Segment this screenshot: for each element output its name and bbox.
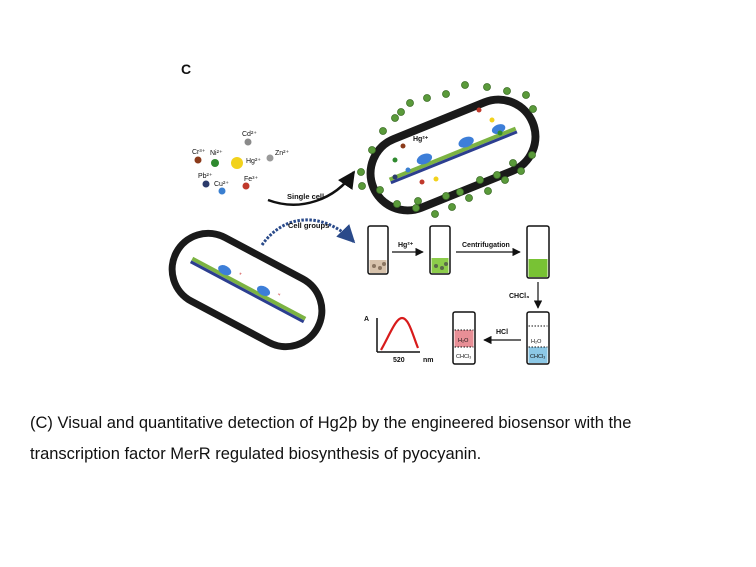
ion-cr-label: Cr³⁺ (192, 149, 206, 156)
tube-acidified-h2o: H₂O (458, 338, 469, 344)
single-cell-label: Single cell (287, 192, 324, 201)
single-cell-arrow (267, 170, 356, 206)
caption-line-1: (C) Visual and quantitative detection of… (30, 414, 632, 432)
metal-ions-group: Cr³⁺ Ni²⁺ Cd²⁺ Zn²⁺ Hg²⁺ Pb²⁺ Cu²⁺ Fe³⁺ (192, 131, 290, 195)
repression-mark: ✕ (277, 292, 282, 297)
repression-mark: ✕ (238, 271, 243, 276)
ion-pb-dot (202, 180, 210, 188)
merR-hg-complex (458, 136, 474, 148)
tube-acidified-chcl3: CHCl₃ (456, 354, 471, 360)
cell-groups-arrow (260, 218, 356, 246)
ion-ni-dot (211, 159, 219, 167)
merR-protein (256, 285, 271, 297)
ion-fe-label: Fe³⁺ (244, 176, 259, 183)
figure-panel-c: C Cr³⁺ Ni²⁺ Cd²⁺ Zn²⁺ Hg²⁺ Pb²⁺ Cu²⁺ Fe³… (168, 61, 550, 365)
ion-zn-label: Zn²⁺ (275, 150, 290, 157)
plot-tick-520: 520 (393, 357, 405, 364)
ion-zn-dot (266, 154, 274, 162)
intracellular-ions (392, 107, 503, 185)
absorbance-curve (380, 316, 420, 351)
ion-pb-label: Pb²⁺ (198, 173, 213, 180)
tube-induced (429, 225, 451, 275)
panel-letter: C (181, 61, 191, 77)
ion-cu-label: Cu²⁺ (214, 181, 229, 188)
hcl-label: HCl (496, 329, 508, 336)
cell-groups-label: Cell groups (288, 221, 329, 230)
activated-cell: Hg²⁺ (366, 95, 540, 215)
plot-unit-nm: nm (423, 357, 434, 364)
merR-protein (218, 265, 232, 276)
caption-line-2: transcription factor MerR regulated bios… (30, 445, 482, 463)
ion-hg-label: Hg²⁺ (246, 158, 261, 165)
tube-extraction-h2o: H₂O (531, 339, 542, 345)
chcl3-step-label: CHCl₃ (509, 293, 529, 300)
tube-acidified: H₂O CHCl₃ (452, 311, 476, 365)
centrifugation-label: Centrifugation (462, 242, 510, 249)
plot-axis-a: A (364, 316, 369, 323)
tube-initial (367, 225, 389, 275)
ion-cd-dot (244, 138, 252, 146)
tube-extraction: H₂O CHCl₃ (526, 311, 550, 365)
ion-hg-dot (231, 157, 243, 169)
absorbance-plot: A 520 nm (364, 316, 434, 364)
active-hg-label: Hg²⁺ (413, 136, 429, 143)
ion-cu-dot (218, 187, 226, 195)
ion-cd-label: Cd²⁺ (242, 131, 257, 138)
hg-addition-label: Hg²⁺ (398, 242, 414, 249)
tube-extraction-chcl3: CHCl₃ (530, 354, 545, 360)
figure-caption: (C) Visual and quantitative detection of… (30, 408, 730, 470)
ion-fe-dot (242, 182, 250, 190)
pyocyanin-molecules (357, 81, 537, 218)
ion-cr-dot (194, 156, 202, 164)
ion-ni-label: Ni²⁺ (210, 150, 223, 157)
inactive-cell: ✕ ✕ (168, 229, 326, 351)
tube-supernatant (526, 225, 550, 279)
merR-hg-complex (416, 153, 433, 165)
